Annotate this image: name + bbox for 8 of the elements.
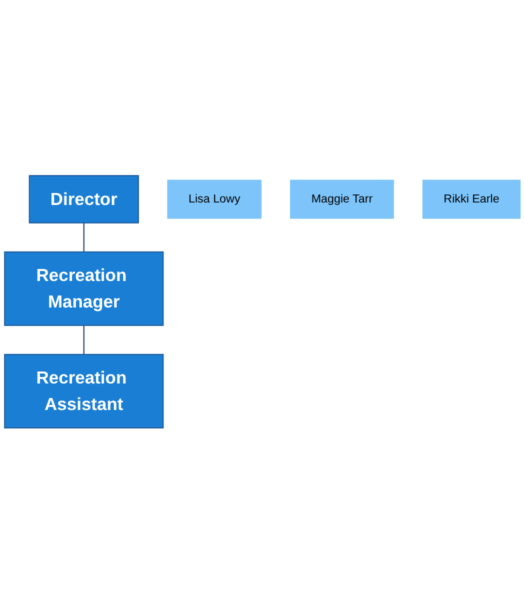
node-box: Rikki Earle bbox=[422, 180, 521, 219]
node-box: Maggie Tarr bbox=[290, 180, 394, 219]
node-box: Director bbox=[28, 175, 139, 224]
node-box: Recreation Manager bbox=[4, 252, 164, 326]
connector bbox=[83, 326, 84, 355]
node-box: Lisa Lowy bbox=[167, 180, 262, 219]
connector bbox=[83, 223, 84, 252]
node-box: Recreation Assistant bbox=[4, 354, 164, 429]
